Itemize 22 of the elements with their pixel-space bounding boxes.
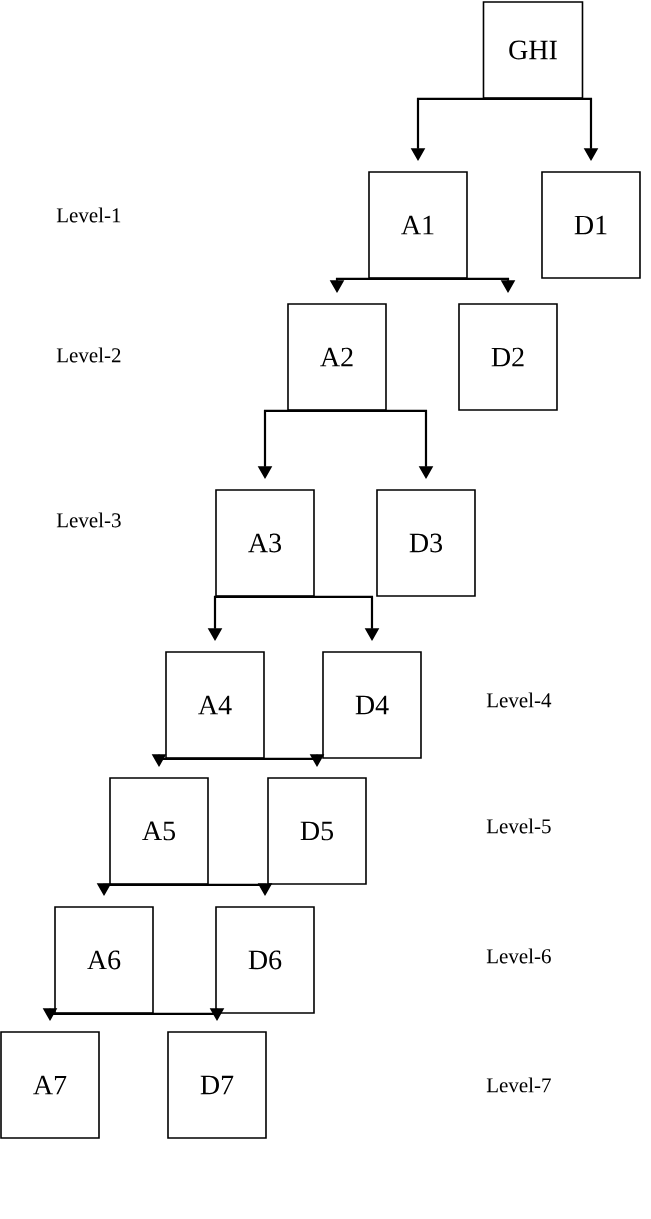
level-label: Level-3 — [56, 512, 121, 528]
level-label: Level-5 — [486, 818, 551, 834]
tree-box: D1 — [541, 171, 641, 279]
level-label: Level-1 — [56, 207, 121, 223]
tree-box: D4 — [322, 651, 422, 759]
tree-box: D3 — [376, 489, 476, 597]
level-label: Level-4 — [486, 692, 552, 708]
tree-box: A4 — [165, 651, 265, 759]
tree-box: A2 — [287, 303, 387, 411]
tree-box: A5 — [109, 777, 209, 885]
level-label: Level-2 — [56, 347, 121, 363]
tree-box: A7 — [0, 1031, 100, 1139]
tree-box: GHI — [482, 1, 584, 99]
tree-box: D7 — [167, 1031, 267, 1139]
tree-box: A6 — [54, 906, 154, 1014]
tree-box: D2 — [458, 303, 558, 411]
level-label: Level-6 — [486, 948, 551, 964]
level-label: Level-7 — [486, 1077, 551, 1093]
tree-box: D6 — [215, 906, 315, 1014]
tree-box: A3 — [215, 489, 315, 597]
tree-box: D5 — [267, 777, 367, 885]
tree-box: A1 — [368, 171, 468, 279]
